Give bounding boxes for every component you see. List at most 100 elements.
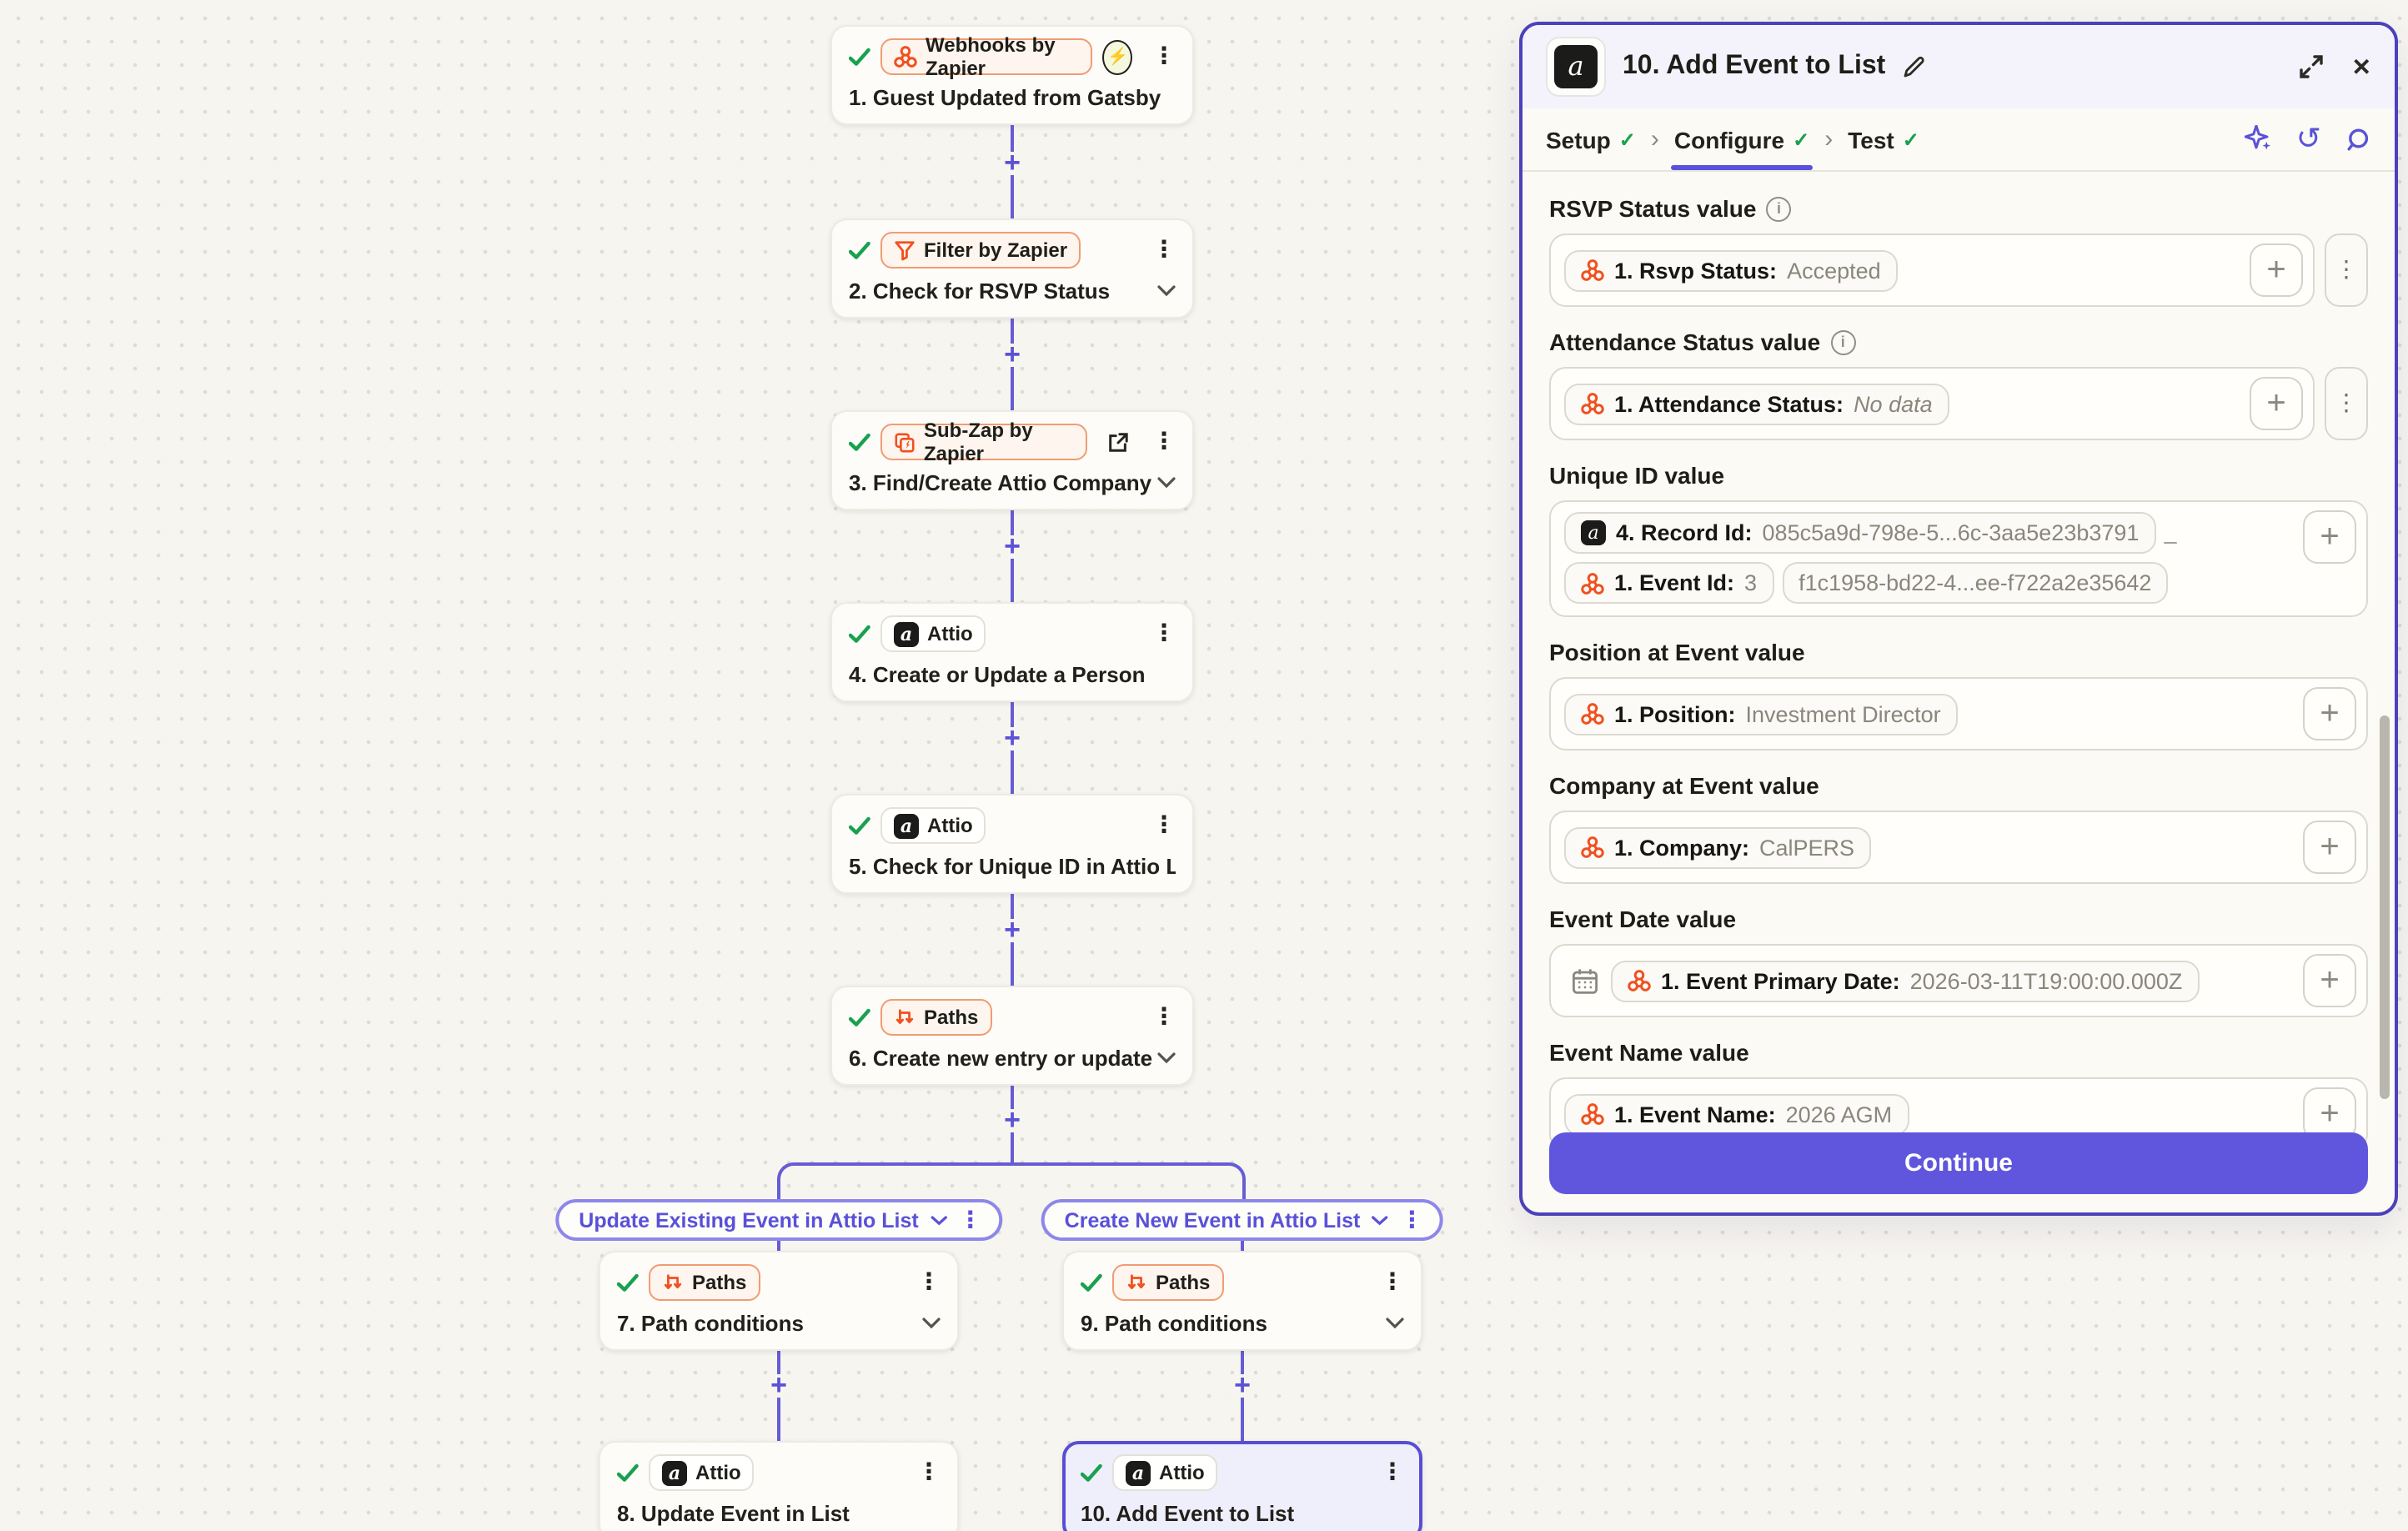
field-menu-button[interactable]: ⋮ — [2325, 233, 2368, 307]
add-step-button[interactable]: + — [1231, 1371, 1254, 1399]
mapped-field-token[interactable]: a 4. Record Id:085c5a9d-798e-5...6c-3aa5… — [1564, 512, 2156, 554]
attio-icon: a — [1554, 45, 1598, 88]
chevron-down-icon[interactable] — [1386, 1318, 1404, 1329]
step-title: 9. Path conditions — [1081, 1311, 1267, 1336]
insert-data-button[interactable]: + — [2250, 377, 2303, 430]
step-node-7[interactable]: Paths ⋮ 7. Path conditions — [599, 1251, 959, 1351]
connector-line — [777, 1241, 780, 1252]
position-input[interactable]: 1. Position:Investment Director + — [1549, 677, 2368, 750]
webhook-icon — [1581, 702, 1604, 725]
undo-icon[interactable]: ↺ — [2295, 121, 2321, 156]
step-node-9[interactable]: Paths ⋮ 9. Path conditions — [1062, 1251, 1422, 1351]
search-icon[interactable] — [2345, 126, 2371, 153]
attio-icon: a — [662, 1460, 687, 1485]
open-subzap-icon[interactable] — [1107, 431, 1129, 453]
attio-icon: a — [894, 621, 919, 646]
attio-icon: a — [894, 813, 919, 838]
field-menu-button[interactable]: ⋮ — [2325, 367, 2368, 440]
rsvp-status-input[interactable]: 1. Rsvp Status:Accepted + — [1549, 233, 2315, 307]
expand-panel-icon[interactable] — [2299, 53, 2325, 80]
edit-title-icon[interactable] — [1902, 55, 1925, 78]
node-menu-button[interactable]: ⋮ — [1381, 1269, 1404, 1296]
insert-data-button[interactable]: + — [2303, 821, 2356, 874]
close-panel-icon[interactable]: ✕ — [2351, 53, 2371, 79]
add-step-button[interactable]: + — [1001, 532, 1024, 560]
step-node-2[interactable]: Filter by Zapier ⋮ 2. Check for RSVP Sta… — [830, 218, 1194, 319]
instant-trigger-icon: ⚡ — [1102, 39, 1132, 74]
field-label-position: Position at Event value — [1549, 639, 1805, 665]
branch-menu-button[interactable]: ⋮ — [1400, 1207, 1424, 1233]
step-node-1[interactable]: Webhooks by Zapier ⚡ ⋮ 1. Guest Updated … — [830, 25, 1194, 125]
step-node-4[interactable]: a Attio ⋮ 4. Create or Update a Person — [830, 602, 1194, 702]
attendance-status-input[interactable]: 1. Attendance Status:No data + — [1549, 367, 2315, 440]
event-date-input[interactable]: 1. Event Primary Date:2026-03-11T19:00:0… — [1549, 944, 2368, 1017]
mapped-field-token[interactable]: 1. Attendance Status:No data — [1564, 383, 1949, 424]
chevron-down-icon[interactable] — [931, 1215, 947, 1225]
branch-label-create-new[interactable]: Create New Event in Attio List ⋮ — [1041, 1199, 1444, 1241]
mapped-field-token[interactable]: 1. Event Name:2026 AGM — [1564, 1093, 1909, 1135]
chevron-down-icon[interactable] — [1157, 285, 1176, 297]
continue-button[interactable]: Continue — [1549, 1132, 2368, 1194]
node-menu-button[interactable]: ⋮ — [1152, 1004, 1176, 1031]
node-menu-button[interactable]: ⋮ — [1152, 237, 1176, 264]
step-title: 10. Add Event to List — [1081, 1501, 1295, 1526]
app-badge: a Attio — [649, 1454, 755, 1491]
step-node-6[interactable]: Paths ⋮ 6. Create new entry or update on… — [830, 986, 1194, 1086]
step-node-3[interactable]: Sub-Zap by Zapier ⋮ 3. Find/Create Attio… — [830, 410, 1194, 510]
node-menu-button[interactable]: ⋮ — [1152, 620, 1176, 647]
mapped-field-token[interactable]: 1. Event Id:3 — [1564, 562, 1774, 604]
branch-label-update-existing[interactable]: Update Existing Event in Attio List ⋮ — [555, 1199, 1002, 1241]
add-step-button[interactable]: + — [1001, 340, 1024, 369]
chevron-down-icon[interactable] — [1157, 1052, 1176, 1064]
info-icon[interactable]: i — [1766, 196, 1792, 221]
success-check-icon — [849, 48, 870, 66]
step-tabs: Setup✓ › Configure✓ › Test✓ ↺ — [1523, 108, 2395, 172]
node-menu-button[interactable]: ⋮ — [1381, 1459, 1404, 1486]
step-node-5[interactable]: a Attio ⋮ 5. Check for Unique ID in Atti… — [830, 794, 1194, 894]
branch-menu-button[interactable]: ⋮ — [958, 1207, 982, 1233]
tab-test[interactable]: Test✓ — [1848, 126, 1919, 153]
step-node-8[interactable]: a Attio ⋮ 8. Update Event in List — [599, 1441, 959, 1531]
webhook-icon — [1628, 969, 1651, 992]
unique-id-input[interactable]: a 4. Record Id:085c5a9d-798e-5...6c-3aa5… — [1549, 500, 2368, 617]
add-step-button[interactable]: + — [1001, 916, 1024, 944]
chevron-down-icon[interactable] — [922, 1318, 941, 1329]
add-step-button[interactable]: + — [1001, 148, 1024, 177]
add-step-button[interactable]: + — [1001, 1106, 1024, 1134]
insert-data-button[interactable]: + — [2303, 687, 2356, 740]
node-menu-button[interactable]: ⋮ — [1152, 812, 1176, 839]
chevron-down-icon[interactable] — [1157, 477, 1176, 489]
chevron-down-icon[interactable] — [1372, 1215, 1388, 1225]
mapped-field-token[interactable]: 1. Event Primary Date:2026-03-11T19:00:0… — [1611, 960, 2200, 1001]
mapped-field-token[interactable]: 1. Company:CalPERS — [1564, 826, 1872, 868]
insert-data-button[interactable]: + — [2303, 954, 2356, 1007]
connector-line — [1241, 1241, 1244, 1252]
info-icon[interactable]: i — [1830, 329, 1856, 354]
mapped-field-token-continued[interactable]: f1c1958-bd22-4...ee-f722a2e35642 — [1782, 562, 2169, 604]
webhook-icon — [1581, 1102, 1604, 1126]
add-step-button[interactable]: + — [767, 1371, 790, 1399]
webhook-icon — [1581, 259, 1604, 282]
tab-configure[interactable]: Configure✓ — [1670, 108, 1814, 170]
mapped-field-token[interactable]: 1. Rsvp Status:Accepted — [1564, 249, 1898, 291]
step-title: 7. Path conditions — [617, 1311, 804, 1336]
node-menu-button[interactable]: ⋮ — [1152, 429, 1176, 455]
mapped-field-token[interactable]: 1. Position:Investment Director — [1564, 693, 1958, 735]
panel-scrollbar[interactable] — [2380, 715, 2390, 1099]
node-menu-button[interactable]: ⋮ — [1152, 43, 1176, 70]
step-node-10[interactable]: a Attio ⋮ 10. Add Event to List — [1062, 1441, 1422, 1531]
insert-data-button[interactable]: + — [2303, 510, 2356, 564]
webhook-icon — [1581, 392, 1604, 415]
ai-sparkle-icon[interactable] — [2244, 125, 2273, 153]
tab-setup[interactable]: Setup✓ — [1546, 126, 1636, 153]
company-input[interactable]: 1. Company:CalPERS + — [1549, 811, 2368, 884]
insert-data-button[interactable]: + — [2250, 243, 2303, 297]
step-title: 3. Find/Create Attio Company Su... — [849, 470, 1157, 495]
node-menu-button[interactable]: ⋮ — [917, 1269, 941, 1296]
node-menu-button[interactable]: ⋮ — [917, 1459, 941, 1486]
add-step-button[interactable]: + — [1001, 724, 1024, 752]
calendar-icon — [1571, 966, 1599, 995]
app-badge: a Attio — [880, 807, 986, 844]
